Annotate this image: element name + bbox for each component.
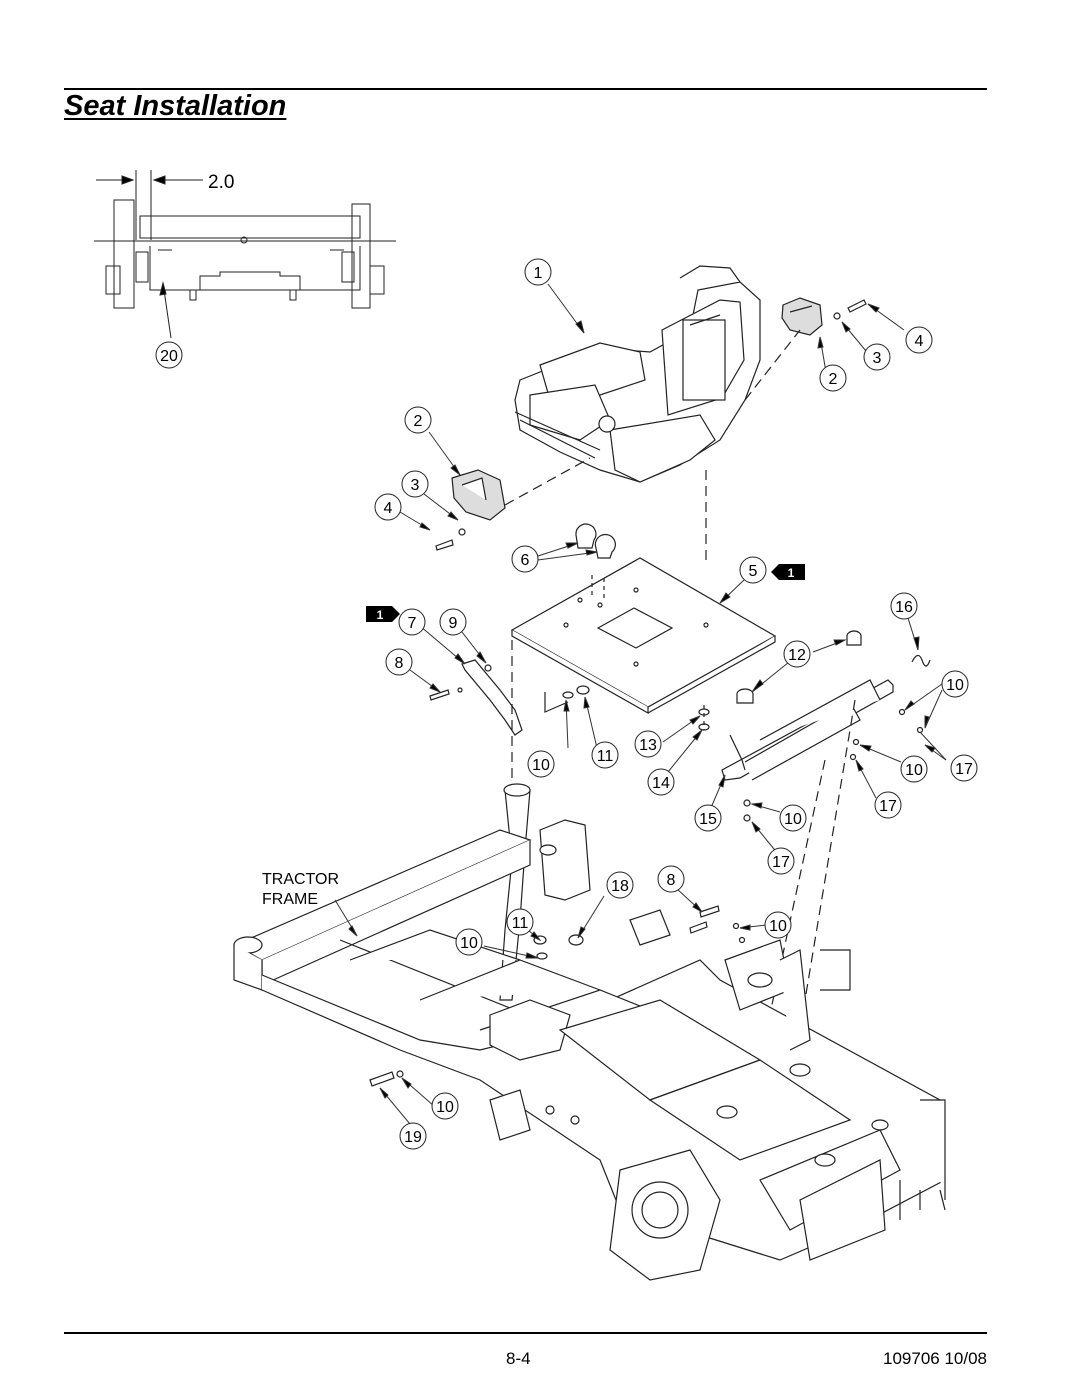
- seat-assembly: [514, 265, 761, 483]
- callout-17-rail: 17: [955, 761, 973, 778]
- callout-11-plate: 11: [597, 748, 614, 765]
- note-flag-5: 1: [771, 564, 805, 580]
- callout-2-right: 2: [829, 371, 838, 388]
- callout-10-frame-right: 10: [769, 918, 787, 935]
- seat-belt-right: [744, 297, 867, 401]
- dimension-label: 2.0: [208, 172, 234, 193]
- callout-17-lower: 17: [772, 854, 790, 871]
- dimension-inset: [94, 170, 396, 339]
- bottom-rule: [64, 1332, 987, 1334]
- seat-plate: [510, 470, 777, 715]
- callout-5: 5: [749, 563, 758, 580]
- page-number: 8-4: [506, 1349, 531, 1368]
- seat-slide-rail: [511, 630, 931, 1061]
- callout-12: 12: [788, 647, 806, 664]
- note-flag-7-label: 1: [377, 608, 384, 622]
- callout-16: 16: [895, 599, 913, 616]
- callout-3-left: 3: [411, 477, 420, 494]
- callout-13: 13: [639, 737, 657, 754]
- knob-pair: [575, 523, 616, 559]
- callout-18: 18: [611, 878, 629, 895]
- tractor-frame-label-line2: FRAME: [262, 891, 318, 908]
- callout-leaders: [334, 283, 947, 1125]
- callout-10-plate: 10: [532, 757, 550, 774]
- tractor-frame: [233, 783, 946, 1281]
- callout-8-upper: 8: [395, 655, 404, 672]
- callout-6: 6: [521, 552, 530, 569]
- tractor-frame-label-line1: TRACTOR: [262, 871, 339, 888]
- callout-8-lower: 8: [667, 872, 676, 889]
- callout-10-frame-bottom: 10: [436, 1099, 454, 1116]
- top-rule: [64, 88, 987, 90]
- callout-10-mid: 10: [784, 811, 802, 828]
- document-id: 109706 10/08: [883, 1349, 987, 1368]
- callout-10-rail: 10: [946, 677, 964, 694]
- callout-3-right: 3: [873, 350, 882, 367]
- callout-15: 15: [699, 811, 717, 828]
- callout-11-frame: 11: [512, 915, 529, 932]
- seat-belt-left: [435, 457, 591, 551]
- page-title: Seat Installation: [64, 90, 287, 122]
- callout-10-frame-left: 10: [460, 935, 478, 952]
- callout-4-left: 4: [384, 500, 393, 517]
- callout-19: 19: [404, 1129, 422, 1146]
- callout-1: 1: [534, 265, 543, 282]
- callout-14: 14: [652, 775, 670, 792]
- callout-9: 9: [449, 615, 458, 632]
- callout-4-right: 4: [915, 333, 924, 350]
- callout-20: 20: [160, 348, 178, 365]
- callout-numbers: 1 2 3 4 20 2 3 4 6 5 16 7 9 8 12 10 10 1…: [160, 265, 973, 1146]
- callout-10-rail-lower: 10: [905, 762, 923, 779]
- note-flag-7: 1: [366, 606, 400, 622]
- note-flag-5-label: 1: [788, 566, 795, 580]
- plate-hardware: [562, 685, 710, 731]
- seat-rod: [429, 659, 523, 736]
- callout-17-mid: 17: [879, 798, 897, 815]
- callout-7: 7: [408, 615, 417, 632]
- callout-2-left: 2: [414, 413, 423, 430]
- callout-circles: [155, 258, 978, 1150]
